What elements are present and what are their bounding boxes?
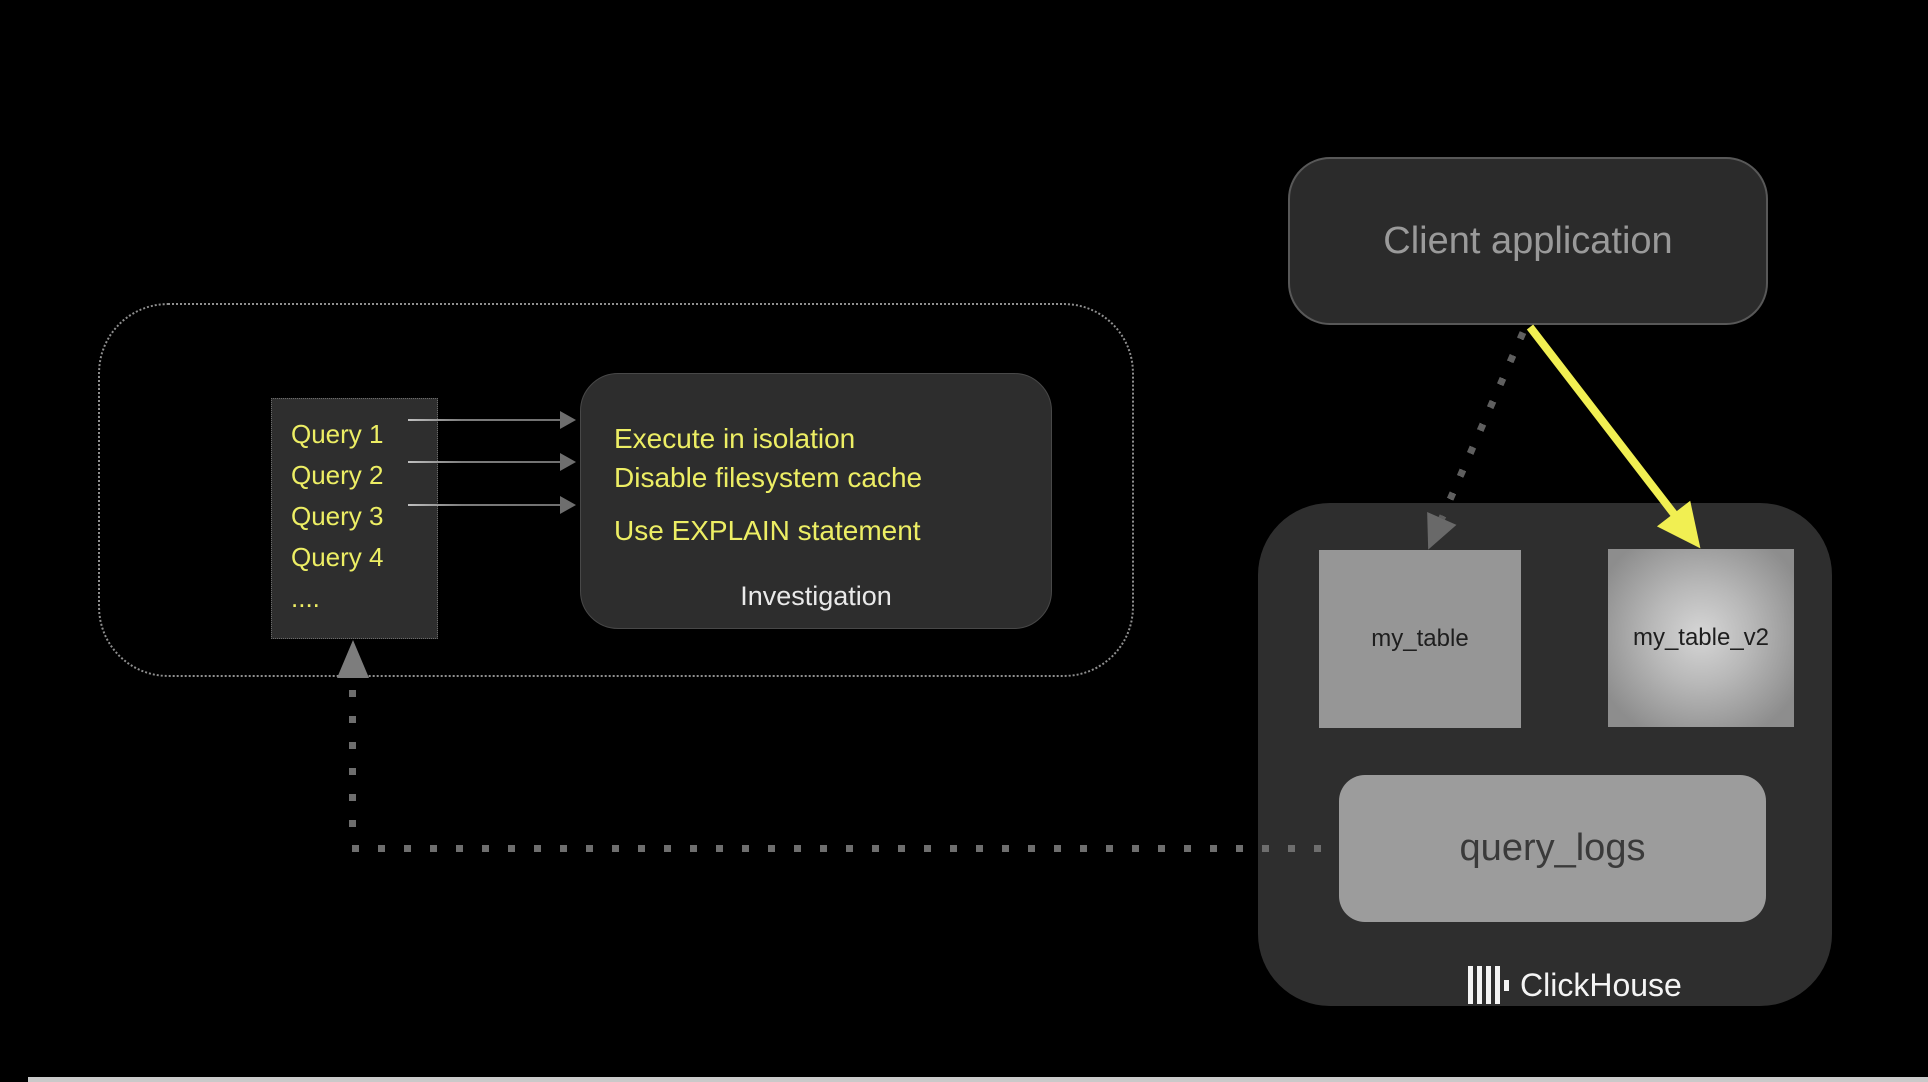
recommendation-line: Use EXPLAIN statement: [614, 515, 921, 546]
recommendation-line: Disable filesystem cache: [614, 462, 923, 493]
arrowhead-right-icon: [560, 453, 576, 471]
client-to-my-table-v2-arrow: [1526, 324, 1681, 521]
query-list-panel: Query 1 Query 2 Query 3 Query 4 ....: [271, 398, 438, 639]
recommendation-line: Execute in isolation: [614, 423, 856, 454]
feedback-path-horizontal: [352, 845, 1339, 852]
table-label: my_table: [1371, 625, 1469, 652]
investigation-group-outline: [98, 303, 1134, 677]
arrowhead-right-icon: [560, 411, 576, 429]
investigation-panel: Execute in isolation Disable filesystem …: [580, 373, 1052, 629]
query-item: Query 4: [291, 542, 384, 572]
query-item: Query 3: [291, 501, 384, 531]
query-arrow-line: [408, 461, 562, 463]
clickhouse-bars-icon: [1468, 966, 1509, 1004]
query-arrow-line: [408, 419, 562, 421]
client-application-box: Client application: [1288, 157, 1768, 325]
arrowhead-right-icon: [560, 496, 576, 514]
table-my-table-v2: my_table_v2: [1608, 549, 1794, 727]
client-to-my-table-dotted-arrow: [1438, 331, 1527, 520]
query-item: Query 2: [291, 460, 384, 490]
feedback-path-vertical: [349, 690, 356, 843]
query-item: ....: [291, 583, 320, 613]
client-application-label: Client application: [1383, 219, 1673, 262]
clickhouse-logo: ClickHouse: [1468, 963, 1682, 1007]
table-my-table: my_table: [1319, 550, 1521, 728]
query-logs-label: query_logs: [1459, 827, 1646, 869]
investigation-caption: Investigation: [740, 581, 892, 611]
query-item: Query 1: [291, 419, 384, 449]
clickhouse-brand-label: ClickHouse: [1520, 967, 1682, 1003]
clickhouse-server-box: my_table my_table_v2 query_logs ClickHou…: [1258, 503, 1832, 1006]
table-label: my_table_v2: [1632, 624, 1770, 651]
query-arrow-line: [408, 504, 562, 506]
query-logs-box: query_logs: [1339, 775, 1766, 922]
arrowhead-up-icon: [337, 640, 369, 678]
bottom-scroll-strip: [28, 1077, 1928, 1082]
